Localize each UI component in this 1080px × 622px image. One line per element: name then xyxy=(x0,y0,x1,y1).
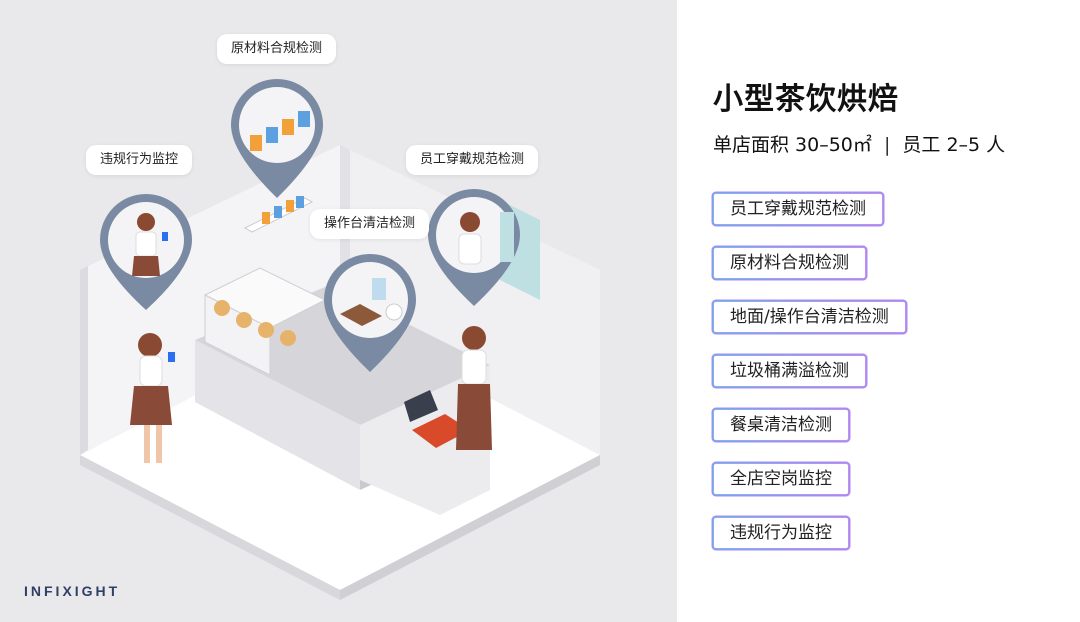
feature-item: 违规行为监控 xyxy=(713,517,906,571)
callout-raw-material: 原材料合规检测 xyxy=(217,34,337,64)
feature-tag-workbench: 地面/操作台清洁检测 xyxy=(713,301,906,333)
feature-tag-attire: 员工穿戴规范检测 xyxy=(713,193,883,225)
brand-logo: INFIXIGHT xyxy=(24,583,121,599)
feature-list: 员工穿戴规范检测 原材料合规检测 地面/操作台清洁检测 垃圾桶满溢检测 餐桌清洁… xyxy=(713,193,906,571)
store-specs: 单店面积 30–50㎡ | 员工 2–5 人 xyxy=(713,130,1005,157)
info-panel: 小型茶饮烘焙 单店面积 30–50㎡ | 员工 2–5 人 员工穿戴规范检测 原… xyxy=(677,0,1080,622)
feature-item: 员工穿戴规范检测 xyxy=(713,193,906,247)
feature-item: 地面/操作台清洁检测 xyxy=(713,301,906,355)
feature-item: 原材料合规检测 xyxy=(713,247,906,301)
feature-tag-trash-overflow: 垃圾桶满溢检测 xyxy=(713,355,866,387)
illustration-panel: 原材料合规检测 违规行为监控 员工穿戴规范检测 操作台清洁检测 INFIXIGH… xyxy=(0,0,677,622)
callout-violation: 违规行为监控 xyxy=(86,145,193,175)
pin-violation xyxy=(100,194,192,310)
callout-attire: 员工穿戴规范检测 xyxy=(406,145,539,175)
feature-tag-violation: 违规行为监控 xyxy=(713,517,849,549)
pin-attire xyxy=(428,189,520,306)
feature-item: 垃圾桶满溢检测 xyxy=(713,355,906,409)
spec-divider: | xyxy=(883,134,891,156)
callout-workbench: 操作台清洁检测 xyxy=(310,209,430,239)
page-title: 小型茶饮烘焙 xyxy=(713,82,899,117)
customer-figure xyxy=(130,333,175,463)
feature-tag-raw-material: 原材料合规检测 xyxy=(713,247,866,279)
feature-tag-vacant-post: 全店空岗监控 xyxy=(713,463,849,495)
pin-workbench xyxy=(323,253,417,372)
area-label: 单店面积 30–50㎡ xyxy=(713,134,872,156)
staff-figure xyxy=(456,326,492,450)
cash-register xyxy=(404,390,438,422)
pin-raw-material xyxy=(231,79,323,198)
tray xyxy=(412,414,470,448)
staff-label: 员工 2–5 人 xyxy=(902,134,1006,156)
feature-tag-table-clean: 餐桌清洁检测 xyxy=(713,409,849,441)
feature-item: 餐桌清洁检测 xyxy=(713,409,906,463)
feature-item: 全店空岗监控 xyxy=(713,463,906,517)
store-illustration xyxy=(80,79,600,600)
